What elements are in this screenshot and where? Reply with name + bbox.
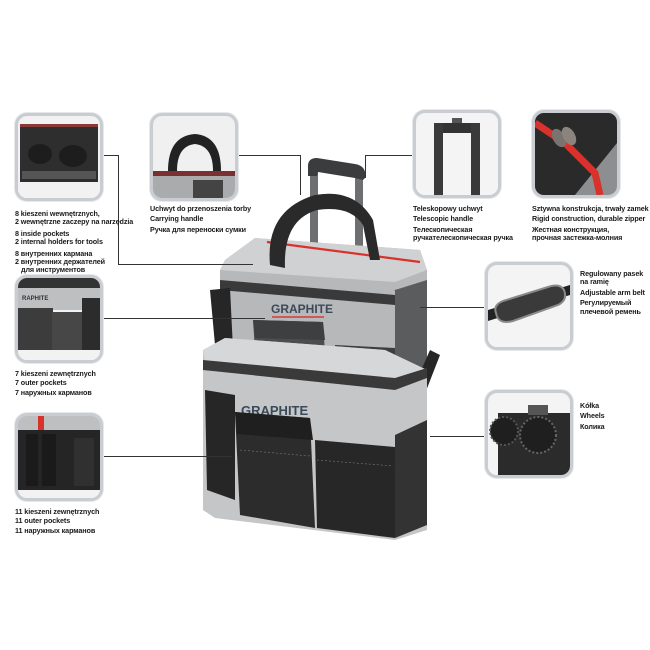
thumb-telescopic-handle (413, 110, 501, 198)
thumb-carrying-handle (150, 113, 238, 201)
svg-text:RAPHITE: RAPHITE (22, 296, 48, 302)
telescopic-handle-graphic (307, 158, 366, 272)
caption-outer-pockets-7: 7 kieszeni zewnętrznych 7 outer pockets … (15, 369, 96, 397)
caption-inside-pockets: 8 kieszeni wewnętrznych, 2 wewnętrzne za… (15, 209, 134, 275)
logo-top: GRAPHITE (271, 302, 333, 316)
thumb-outer-pockets-11 (15, 413, 103, 501)
product-image-tool-trolley: GRAPHITE GRAPHITE (195, 150, 445, 545)
caption-carrying-handle: Uchwyt do przenoszenia torby Carrying ha… (150, 204, 252, 234)
bottom-bag-graphic: GRAPHITE (203, 338, 427, 540)
thumb-rigid-zipper (532, 110, 620, 198)
caption-outer-pockets-11: 11 kieszeni zewnętrznych 11 outer pocket… (15, 507, 100, 535)
thumb-arm-belt (485, 262, 573, 350)
thumb-inside-pockets (15, 113, 103, 201)
caption-telescopic-handle: Teleskopowy uchwyt Telescopic handle Тел… (413, 204, 513, 243)
caption-arm-belt: Regulowany pasek na ramię Adjustable arm… (580, 269, 645, 316)
caption-wheels: Kółka Wheels Колика (580, 401, 605, 431)
thumb-outer-pockets-7: RAPHITE (15, 275, 103, 363)
thumb-wheels (485, 390, 573, 478)
caption-rigid-zipper: Sztywna konstrukcja, trwały zamek Rigid … (532, 204, 649, 243)
